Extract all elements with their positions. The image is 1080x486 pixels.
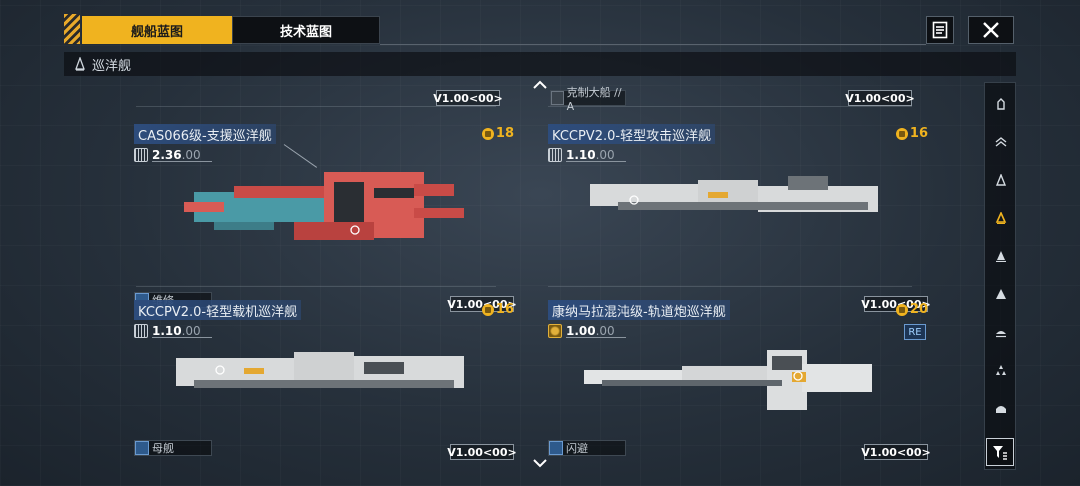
ship-class-7-icon [996,331,1006,338]
top-decoration [64,14,80,44]
version-value: 1.10.00 [152,324,212,338]
cost-value: 18 [495,126,514,141]
evasion-icon [549,441,563,455]
top-divider [380,44,926,45]
ship-tag: 母舰 [134,440,212,456]
version-box: V1.00<00> [447,444,517,460]
ship-tag: 闪避 [548,440,626,456]
cost-icon [895,127,908,140]
version-box: V1.00<00> [845,90,915,106]
version-box: V1.00<00> [433,90,503,106]
tab-tech-blueprint[interactable]: 技术蓝图 [232,16,380,44]
cost-value: 20 [909,302,928,317]
counter-large-ship-icon [551,91,564,105]
callout-line [283,144,318,168]
rail-item-1[interactable] [985,85,1017,123]
ship-cost: 18 [481,126,514,141]
re-badge: RE [904,324,926,340]
ship-image [584,350,872,410]
ship-card[interactable]: 康纳马拉混沌级-轨道炮巡洋舰 20 1.00.00 RE 闪避 V1.00<00… [548,300,931,462]
ship-class-9-icon [996,406,1006,413]
ship-card[interactable]: KCCPV2.0-轻型攻击巡洋舰 16 1.10.00 V1.00<00> [548,124,931,314]
ship-tag: 克制大船 // A [550,86,626,113]
rail-item-2[interactable] [985,123,1017,161]
rail-item-cruiser[interactable] [985,199,1017,237]
version-value: 1.10.00 [566,148,626,162]
ship-name: KCCPV2.0-轻型载机巡洋舰 [134,300,302,320]
carrier-icon [135,441,149,455]
scroll-down-icon[interactable] [532,458,548,468]
ship-name: 康纳马拉混沌级-轨道炮巡洋舰 [548,300,730,320]
cost-value: 16 [495,302,514,317]
cruiser-icon [995,212,1007,224]
ship-image [184,172,464,240]
version-box: V1.00<00> [861,444,931,460]
ship-class-6-icon [996,289,1006,299]
cost-icon [481,127,494,140]
close-button[interactable] [968,16,1014,44]
filter-button[interactable] [986,438,1014,466]
ship-name: KCCPV2.0-轻型攻击巡洋舰 [548,124,716,144]
ship-version: 1.10.00 [134,324,212,338]
rail-item-5[interactable] [985,237,1017,275]
cost-value: 16 [909,126,928,141]
category-header: 巡洋舰 [64,52,1016,76]
ship-class-3-icon [995,174,1007,186]
cruiser-icon [75,57,85,71]
category-label: 巡洋舰 [92,58,132,74]
ship-class-5-icon [996,251,1006,262]
ship-class-2-icon [995,137,1007,147]
cost-icon [895,303,908,316]
document-icon [932,21,948,39]
rail-item-7[interactable] [985,313,1017,351]
tab-ship-blueprint[interactable]: 舰船蓝图 [82,16,232,44]
version-icon [548,324,562,338]
ship-version: 1.00.00 [548,324,626,338]
ship-class-filter-rail [984,82,1016,470]
ship-image [176,352,464,388]
ship-cost: 16 [481,302,514,317]
ship-class-8-icon [996,365,1006,375]
ship-card[interactable]: KCCPV2.0-轻型载机巡洋舰 16 1.10.00 母舰 V1.00<00> [134,300,517,462]
filter-icon [993,446,1007,460]
version-icon [134,148,148,162]
ship-image [590,176,878,212]
ship-tag-label: 母舰 [152,442,174,455]
version-box: V1.00<00> [861,296,931,312]
ship-version: 2.36.00 [134,148,212,162]
version-icon [548,148,562,162]
ship-tag-label: 闪避 [566,442,588,455]
rail-item-8[interactable] [985,351,1017,389]
ship-version: 1.10.00 [548,148,626,162]
ship-name: CAS066级-支援巡洋舰 [134,124,276,144]
ship-cost: 16 [895,126,928,141]
version-value: 1.00.00 [566,324,626,338]
document-button[interactable] [926,16,954,44]
rail-item-6[interactable] [985,275,1017,313]
scroll-up-icon[interactable] [532,80,548,90]
ship-class-1-icon [997,98,1005,110]
ship-cost: 20 [895,302,928,317]
rail-item-9[interactable] [985,389,1017,427]
version-icon [134,324,148,338]
cost-icon [481,303,494,316]
ship-tag-label: 克制大船 // A [566,85,622,113]
ship-card[interactable]: CAS066级-支援巡洋舰 18 2.36.00 维修 V1.00<00> [134,124,517,314]
version-value: 2.36.00 [152,148,212,162]
rail-item-3[interactable] [985,161,1017,199]
close-icon [983,22,999,38]
